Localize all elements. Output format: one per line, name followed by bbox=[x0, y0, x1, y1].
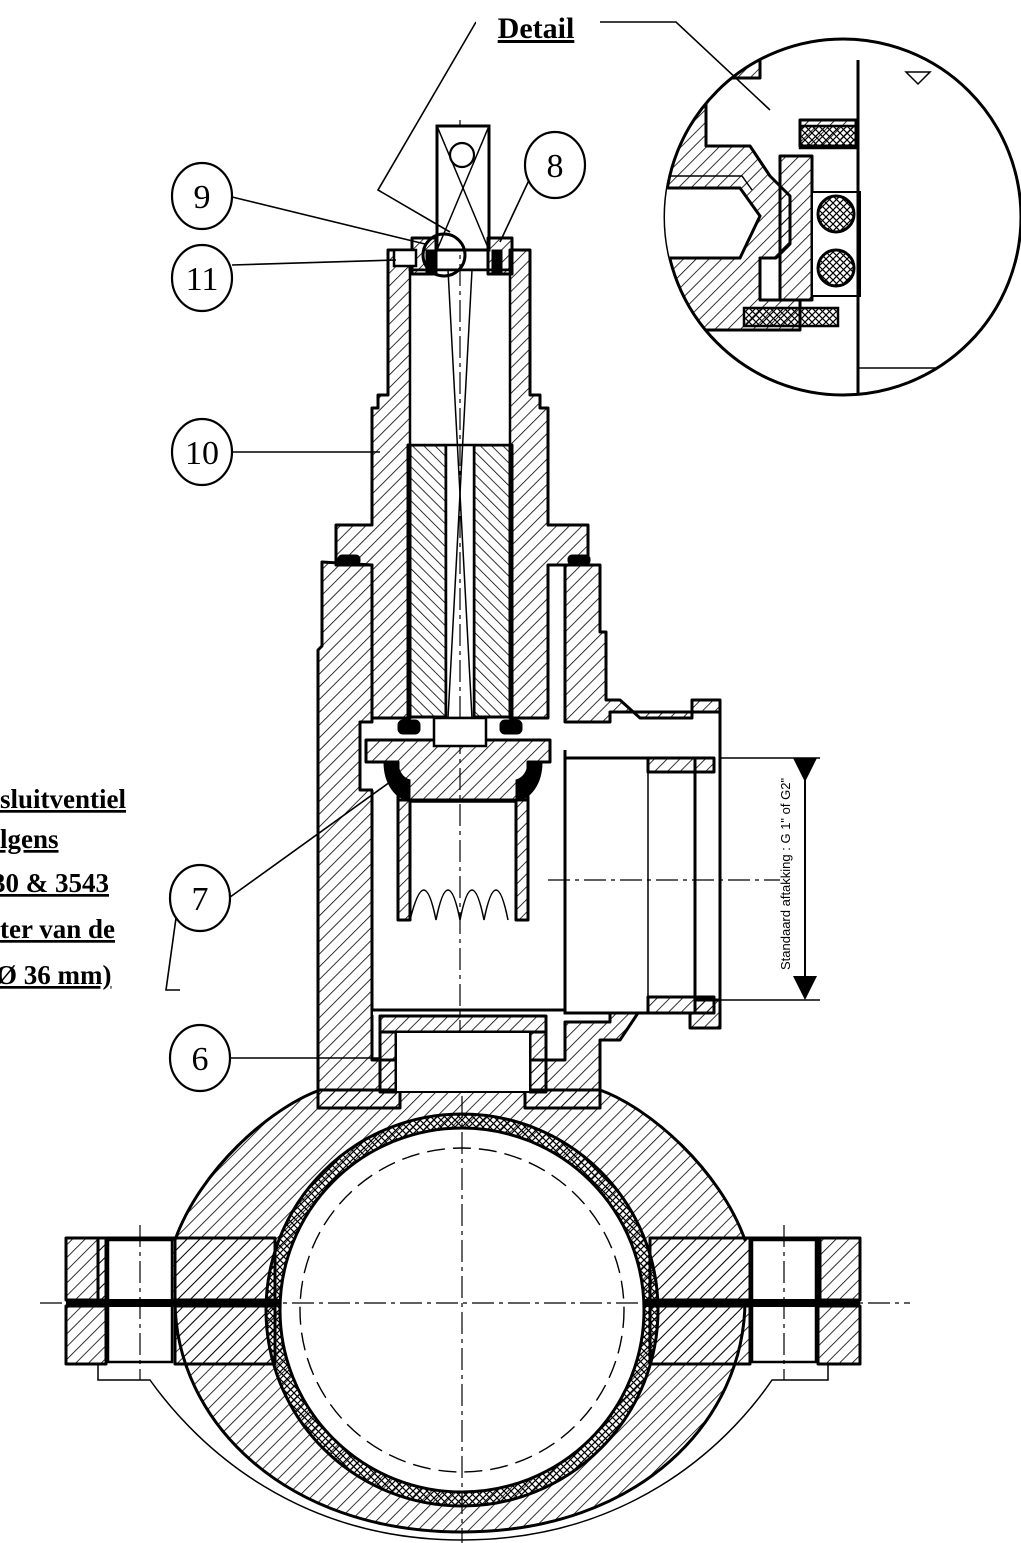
callout-9-label: 9 bbox=[194, 179, 211, 216]
callout-10-label: 10 bbox=[185, 435, 219, 472]
stem-head bbox=[392, 124, 514, 278]
pipe-saddle bbox=[40, 1060, 910, 1543]
bonnet bbox=[334, 120, 591, 1060]
side-note-line-1: sluitventiel bbox=[0, 784, 126, 814]
callout-6-label: 6 bbox=[192, 1041, 209, 1078]
left-flange-block-inner-low bbox=[173, 1304, 277, 1366]
side-note-line-4: ter van de bbox=[0, 914, 115, 944]
left-flange-block-outer-low bbox=[64, 1304, 108, 1366]
seat-ring bbox=[378, 1014, 548, 1094]
side-note-line-2: lgens bbox=[0, 824, 59, 854]
branch-dimension: Standaard aftakking : G 1" of G2" bbox=[720, 757, 820, 1001]
callout-8-label: 8 bbox=[547, 148, 564, 185]
left-flange-block-outer bbox=[64, 1236, 108, 1302]
detail-leader: Detail bbox=[376, 8, 771, 233]
side-note-line-5: Ø 36 mm) bbox=[0, 960, 111, 990]
callout-7: 7 bbox=[168, 781, 391, 933]
callout-7-label: 7 bbox=[192, 881, 209, 918]
dimension-label: Standaard aftakking : G 1" of G2" bbox=[778, 778, 793, 970]
detail-view bbox=[663, 37, 1021, 397]
callout-11: 11 bbox=[170, 243, 397, 313]
callout-9: 9 bbox=[170, 161, 426, 245]
right-flange-block-inner-low bbox=[648, 1304, 752, 1366]
callout-8: 8 bbox=[499, 130, 587, 243]
callout-6: 6 bbox=[168, 1023, 380, 1093]
left-flange-block-inner bbox=[173, 1236, 277, 1302]
callout-10: 10 bbox=[170, 417, 380, 487]
right-flange-block-outer bbox=[816, 1236, 862, 1302]
valve-plug bbox=[364, 716, 552, 922]
right-flange-block-outer-low bbox=[816, 1304, 862, 1366]
side-note: sluitventiel lgens 30 & 3543 ter van de … bbox=[0, 784, 180, 991]
callout-11-label: 11 bbox=[186, 261, 219, 298]
side-note-line-3: 30 & 3543 bbox=[0, 868, 109, 898]
detail-title: Detail bbox=[498, 12, 575, 45]
right-flange-block-inner bbox=[648, 1236, 752, 1302]
